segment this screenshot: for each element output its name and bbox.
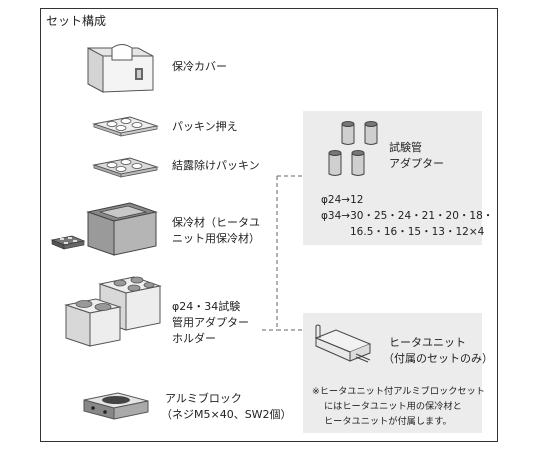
heater-note-line3: ヒータユニットが付属します。 <box>324 416 452 427</box>
heater-note-line1: ※ヒータユニット付アルミブロックセット <box>312 386 485 397</box>
label-holder-line3: ホルダー <box>172 332 216 345</box>
label-block-line1: アルミブロック <box>165 392 242 405</box>
label-block-line2: （ネジM5×40、SW2個） <box>161 408 292 421</box>
label-packing-press: パッキン押え <box>172 120 238 133</box>
tube-adapter-icon <box>328 121 378 176</box>
label-holder-line1: φ24・34試験 <box>172 300 241 313</box>
connector-lines <box>262 175 303 331</box>
packing-press-icon <box>92 116 159 137</box>
set-frame <box>40 8 498 442</box>
adapter-title-line1: 試験管 <box>389 141 422 154</box>
label-insulation-line1: 保冷材（ヒータユ <box>172 216 260 229</box>
label-holder-line2: 管用アダプター <box>172 316 249 329</box>
adapter-panel <box>303 111 482 245</box>
dew-packing-icon <box>92 157 159 178</box>
heater-note-line2: にはヒータユニット用の保冷材と <box>324 401 462 412</box>
aluminum-block-icon <box>83 392 149 420</box>
heater-title-line1: ヒータユニット <box>389 336 466 349</box>
heater-unit-icon <box>314 324 372 363</box>
adapter-spec-line3: 16.5・16・15・13・12×4 <box>350 226 485 238</box>
holder-icon <box>64 276 162 347</box>
adapter-spec-line1: φ24→12 <box>321 194 364 206</box>
heater-title-line2: （付属のセットのみ） <box>383 352 493 365</box>
label-dew-packing: 結露除けパッキン <box>172 159 260 172</box>
insulation-icon <box>50 202 158 256</box>
label-cover: 保冷カバー <box>172 60 227 73</box>
page-title: セット構成 <box>46 14 107 28</box>
adapter-spec-line2: φ34→30・25・24・21・20・18・ <box>321 210 494 222</box>
adapter-title-line2: アダプター <box>389 157 444 170</box>
label-insulation-line2: ニット用保冷材） <box>172 232 260 245</box>
cover-icon <box>87 44 154 93</box>
